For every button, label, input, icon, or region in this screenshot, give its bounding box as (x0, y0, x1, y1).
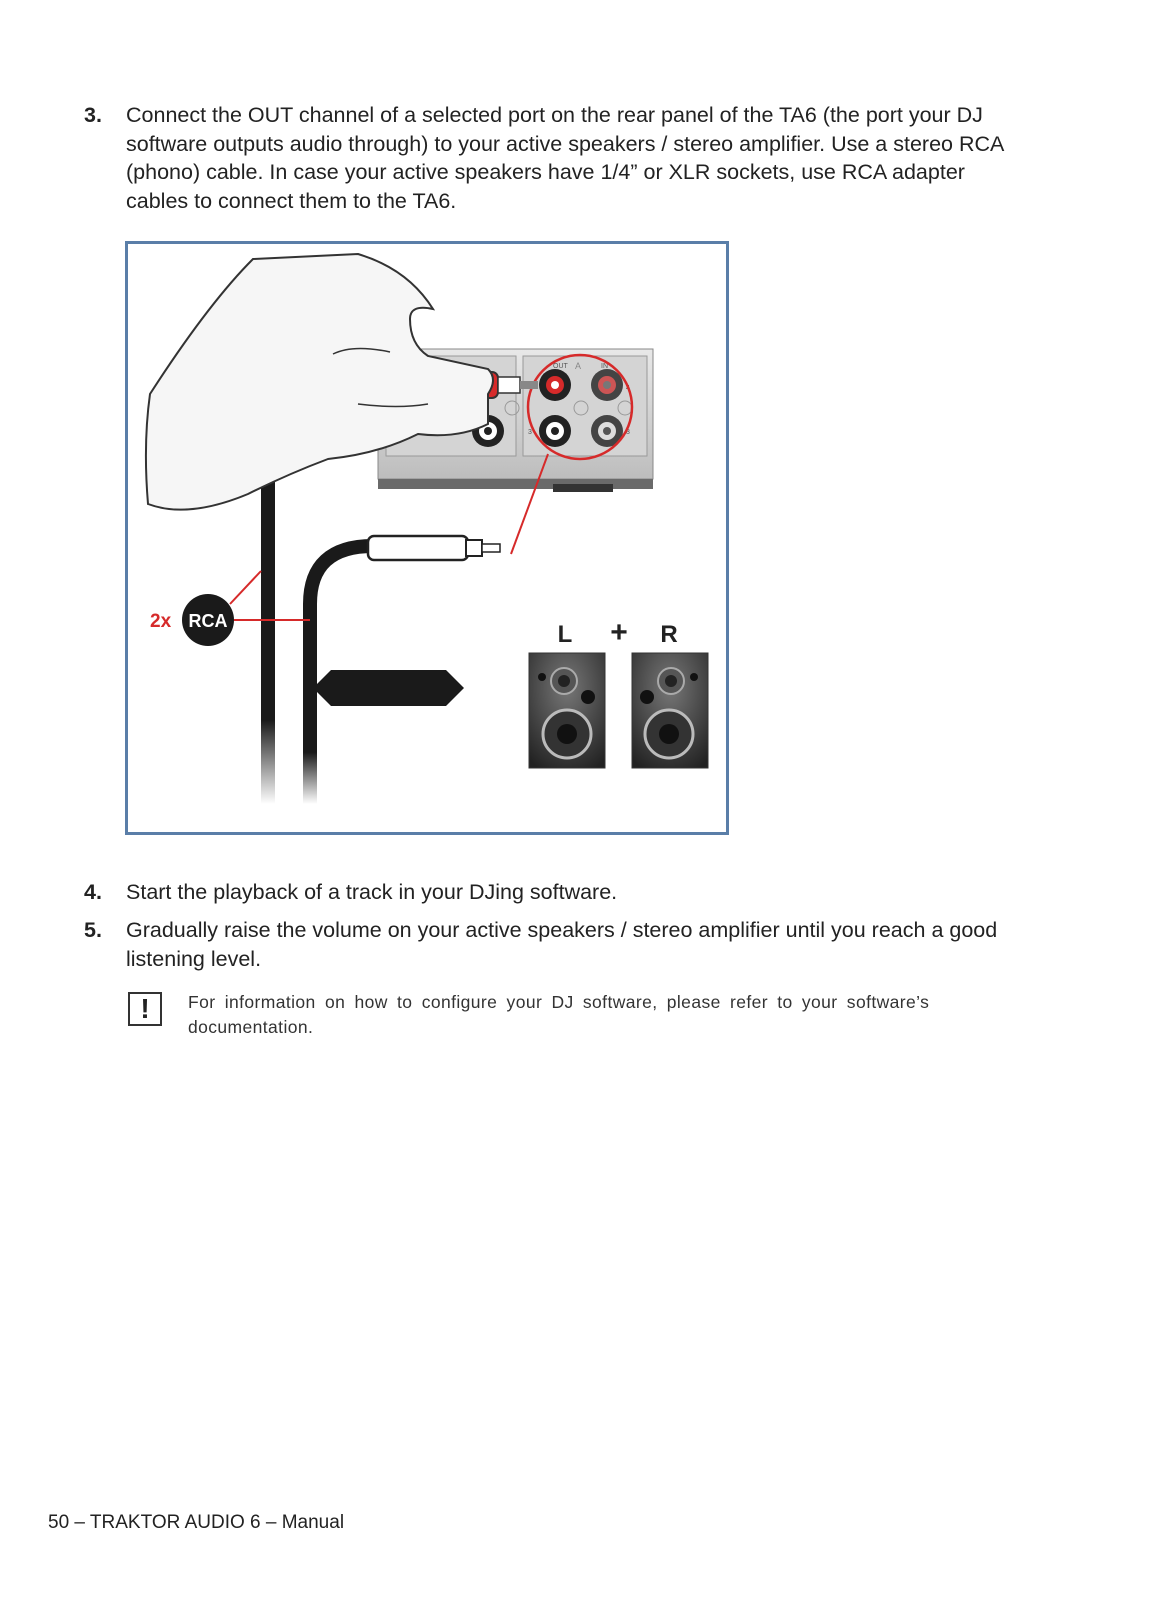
screw-icon (573, 400, 589, 416)
step-text: Gradually raise the volume on your activ… (126, 918, 998, 971)
connection-illustration: OUT IN A 4 3 3 (125, 241, 729, 835)
arrow-icon (313, 670, 464, 706)
port-3b-label: 3 (626, 429, 630, 436)
exclamation-icon: ! (128, 992, 162, 1026)
left-label: L (558, 621, 573, 648)
step-text: Start the playback of a track in your DJ… (126, 880, 618, 904)
step-number: 4. (84, 880, 102, 904)
step-number: 3. (84, 103, 102, 127)
port-3a-label: 3 (528, 429, 532, 436)
rca-callout: 2x RCA (150, 570, 310, 646)
in-jack-bottom (591, 415, 623, 447)
in-jack-top (591, 369, 623, 401)
port-a-label: A (575, 361, 581, 371)
port-out-label: OUT (553, 363, 569, 370)
rca-connection-svg: OUT IN A 4 3 3 (144, 252, 709, 804)
plus-icon: + (610, 616, 628, 649)
speaker-right (631, 652, 709, 769)
step-text: Connect the OUT channel of a selected po… (126, 103, 1004, 213)
pointer-line (510, 453, 549, 555)
callout-count: 2x (150, 611, 172, 632)
out-highlight-circle (526, 353, 634, 461)
callout-label: RCA (189, 611, 228, 631)
speaker-left (528, 652, 606, 769)
step-number: 5. (84, 918, 102, 942)
out-jack-top (539, 369, 571, 401)
cable-right (303, 539, 374, 804)
hand-illustration (144, 252, 494, 511)
white-rca-plug (366, 534, 501, 562)
out-jack-bottom (539, 415, 571, 447)
port-in-label: IN (601, 363, 608, 370)
right-label: R (660, 621, 677, 648)
page-footer: 50 – TRAKTOR AUDIO 6 – Manual (48, 1512, 345, 1533)
screw-icon (504, 400, 520, 416)
note-text: For information on how to configure your… (188, 992, 930, 1037)
